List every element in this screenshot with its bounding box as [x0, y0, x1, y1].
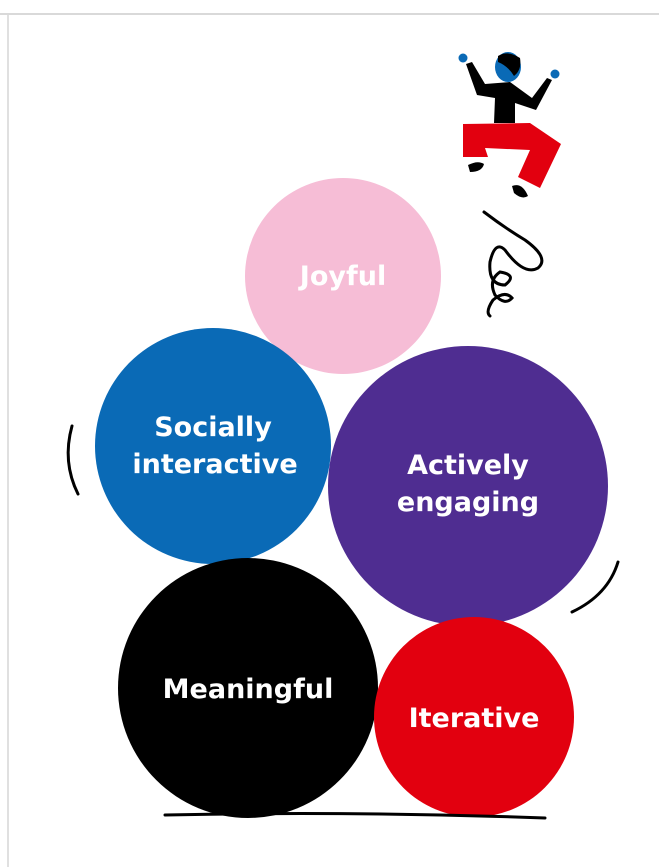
label-meaningful: Meaningful	[163, 674, 334, 705]
ground-line	[163, 812, 547, 820]
loop-squiggle	[482, 210, 544, 318]
left-border	[0, 15, 9, 867]
label-socially: Socially	[154, 412, 272, 443]
label-interactive: interactive	[132, 449, 297, 480]
circle-joyful: Joyful	[245, 178, 441, 374]
jumping-person-icon	[458, 52, 561, 198]
circle-meaningful: Meaningful	[118, 558, 378, 818]
motion-mark-right	[570, 560, 620, 614]
top-border	[0, 0, 659, 15]
circle-socially-interactive: Socially interactive	[95, 328, 331, 564]
label-iterative: Iterative	[409, 703, 540, 734]
motion-mark-left	[66, 424, 80, 496]
circle-iterative: Iterative	[374, 617, 574, 817]
label-engaging: engaging	[397, 487, 539, 518]
label-actively: Actively	[407, 450, 529, 481]
circle-actively-engaging: Actively engaging	[328, 346, 608, 626]
label-joyful: Joyful	[298, 261, 386, 292]
